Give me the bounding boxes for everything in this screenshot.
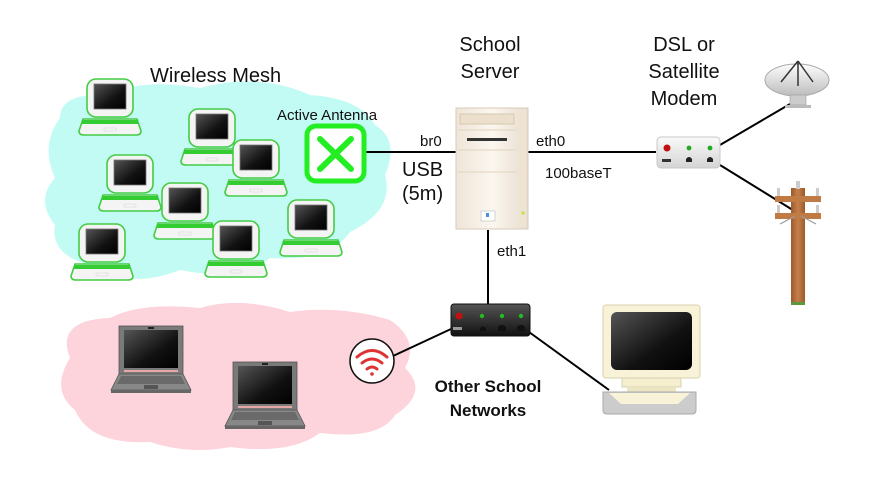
network-switch-icon <box>450 303 531 337</box>
modem-icon <box>656 136 721 169</box>
laptop-icon <box>224 361 306 430</box>
usb-label: USB <box>402 159 443 181</box>
xo-laptop-icon <box>70 223 134 281</box>
xo-laptop-icon <box>224 139 288 197</box>
eth0-speed-label: 100baseT <box>545 165 612 182</box>
xo-laptop-icon <box>78 78 142 136</box>
other-networks-label-line2: Networks <box>450 401 527 420</box>
xo-laptop-icon <box>153 182 217 240</box>
active-antenna-label: Active Antenna <box>277 107 378 124</box>
school-server-icon <box>455 107 529 230</box>
link-switch-wifi <box>392 328 452 357</box>
modem-label-line2: Satellite <box>648 61 719 83</box>
telephone-pole-icon <box>775 181 821 305</box>
br0-label: br0 <box>420 133 442 150</box>
modem-label-line1: DSL or <box>653 34 715 56</box>
eth1-label: eth1 <box>497 243 526 260</box>
link-switch-desktop <box>528 331 610 391</box>
other-networks-label-line1: Other School <box>435 377 542 396</box>
laptop-icon <box>110 325 192 394</box>
active-antenna-icon <box>304 123 367 184</box>
eth0-label: eth0 <box>536 133 565 150</box>
link-modem-dish <box>719 103 791 146</box>
school-server-label-line1: School <box>459 34 520 56</box>
modem-label-line3: Modem <box>651 88 718 110</box>
xo-laptop-icon <box>98 154 162 212</box>
xo-laptop-icon <box>279 199 343 257</box>
usb-length-label: (5m) <box>402 183 443 205</box>
xo-laptop-icon <box>204 220 268 278</box>
connection-lines <box>366 103 797 391</box>
desktop-computer-icon <box>602 304 701 415</box>
satellite-dish-icon <box>764 60 830 108</box>
wifi-icon <box>349 338 395 384</box>
link-modem-pole <box>719 164 797 213</box>
wireless-mesh-label: Wireless Mesh <box>150 65 281 87</box>
school-server-label-line2: Server <box>461 61 520 83</box>
